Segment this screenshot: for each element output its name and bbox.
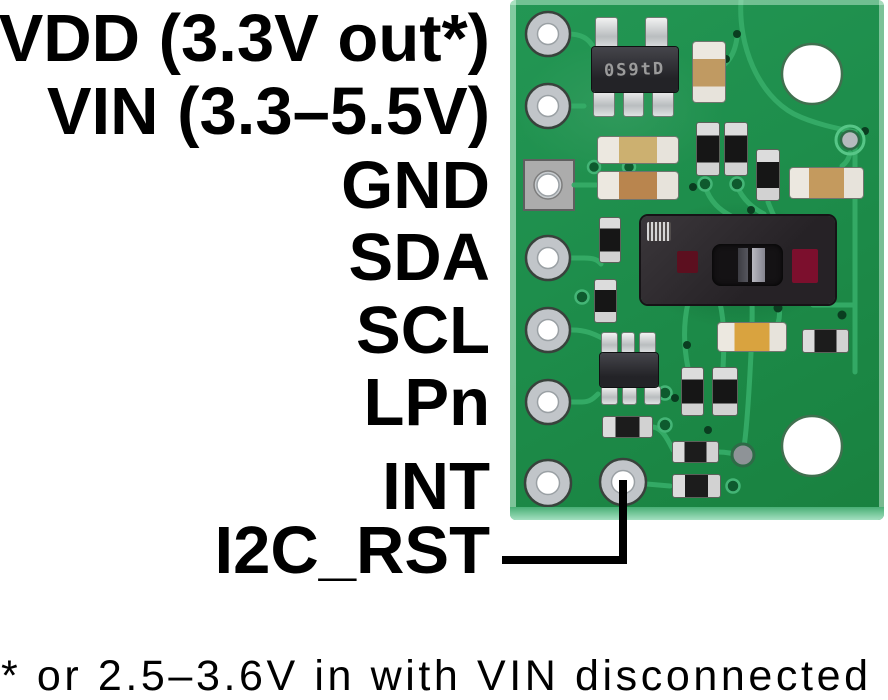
mounting-hole-top: [780, 42, 844, 106]
pin-label-vdd: VDD (3.3V out*): [0, 1, 490, 76]
pin-label-i2c-rst: I2C_RST: [214, 513, 490, 588]
gray-via: [730, 442, 756, 468]
i2c-rst-pointer-vertical: [619, 480, 627, 564]
regulator-marking: 0S9tD: [604, 58, 666, 81]
pin-label-lpn: LPn: [363, 365, 490, 440]
resistor: [673, 442, 718, 462]
ic-pin: [602, 333, 617, 353]
resistor: [803, 330, 848, 352]
i2c-rst-pointer-horizontal: [502, 556, 627, 564]
resistor: [682, 368, 703, 415]
copper-traces: [545, 0, 858, 489]
mounting-hole-bottom: [780, 414, 844, 478]
pcb-board: 0S9tD: [510, 0, 884, 520]
ic-pin: [602, 387, 617, 404]
ic-pin: [623, 387, 636, 404]
resistor: [757, 150, 779, 200]
vias: [574, 30, 869, 494]
silver-via: [839, 129, 861, 151]
sensor-emitter-window: [677, 251, 698, 273]
pin-label-scl: SCL: [356, 293, 490, 368]
sensor-bar: [738, 248, 748, 282]
sensor-receiver-window: [792, 249, 818, 283]
resistor: [697, 123, 719, 175]
resistor: [725, 123, 747, 175]
capacitor: [693, 42, 725, 102]
pin-label-vin: VIN (3.3–5.5V): [46, 74, 490, 149]
resistor: [713, 368, 737, 415]
capacitor: [598, 137, 678, 163]
ic-pin: [622, 333, 634, 353]
resistor: [673, 475, 720, 497]
pcb-traces-and-holes: [523, 0, 869, 508]
pin-label-int: INT: [382, 449, 490, 524]
pin-label-sda: SDA: [348, 220, 490, 295]
tof-sensor-module: [641, 216, 835, 304]
resistor: [595, 280, 616, 322]
capacitor: [598, 172, 678, 199]
footnote: * or 2.5–3.6V in with VIN disconnected: [1, 652, 872, 700]
ic-pin: [645, 387, 660, 404]
regulator-pin: [653, 90, 673, 116]
voltage-regulator-chip: 0S9tD: [592, 47, 678, 92]
silver-via-halo: [834, 124, 866, 156]
regulator-pin: [624, 90, 643, 116]
pin-holes: [523, 10, 648, 508]
capacitor: [718, 323, 786, 351]
sensor-datamatrix-label: [647, 222, 671, 241]
regulator-pin: [596, 18, 617, 49]
resistor: [603, 417, 652, 437]
regulator-pin: [646, 18, 667, 49]
resistor: [600, 218, 620, 262]
small-ic-chip: [600, 353, 658, 387]
pin-label-gnd: GND: [341, 148, 490, 223]
ic-pin: [640, 333, 655, 353]
capacitor: [790, 168, 863, 198]
sensor-bar: [752, 248, 765, 282]
sensor-center-recess: [712, 244, 783, 286]
regulator-pin: [594, 90, 614, 116]
